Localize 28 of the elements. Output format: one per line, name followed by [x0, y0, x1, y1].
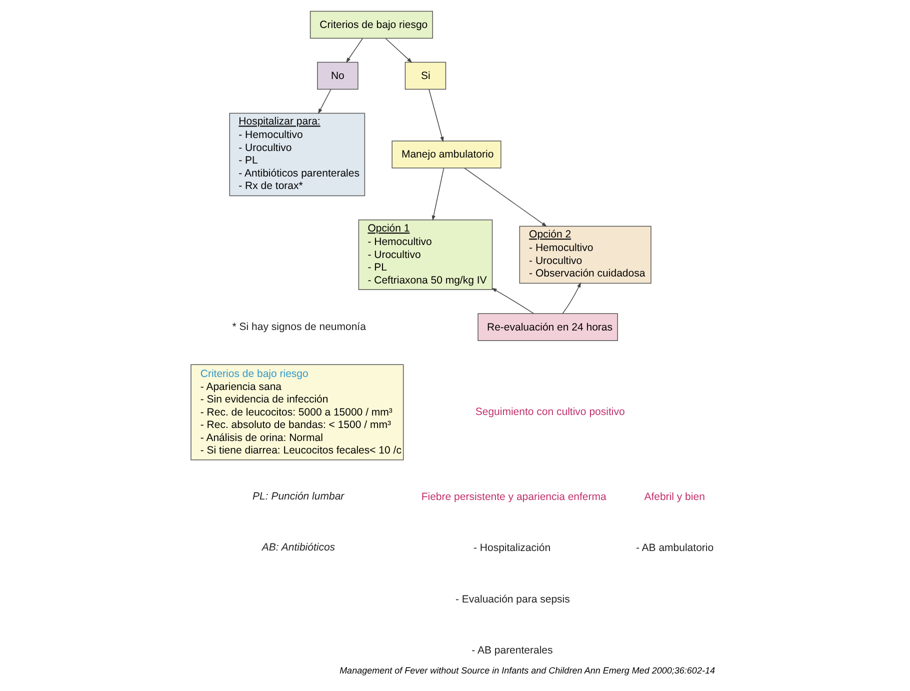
label: Seguimiento con cultivo positivo: [474, 406, 624, 418]
arrow: [345, 38, 362, 63]
caption: Management of Fever without Source in Infants and Children Ann Emerg Med 2000;36:602-14: [339, 665, 714, 676]
label: - AB parenterales: [471, 644, 552, 656]
node-box: Hospitalizar para: - Hemocultivo - Urocultivo - PL - Antibióticos parenterales - Rx de torax*: [228, 112, 365, 196]
node-box: Re-evaluación en 24 horas: [477, 313, 618, 341]
node-box: Opción 1 - Hemocultivo - Urocultivo - PL - Ceftriaxona 50 mg/kg IV: [358, 219, 492, 290]
label: Fiebre persistente y apariencia enferma: [420, 491, 606, 504]
arrow: [384, 38, 412, 63]
label: PL: Punción lumbar: [252, 490, 344, 502]
label: AB: Antibióticos: [261, 541, 335, 554]
node-box: No: [316, 62, 358, 90]
label: - Evaluación para sepsis: [455, 593, 570, 606]
arrow: [428, 88, 444, 142]
arrow: [490, 288, 534, 314]
node-box: Criterios de bajo riesgo: [309, 10, 432, 39]
label: * Si hay signos de neumonía: [232, 320, 366, 333]
label: - AB ambulatorio: [635, 542, 714, 554]
node-box: Opción 2 - Hemocultivo - Urocultivo - Observación cuidadosa: [518, 226, 651, 284]
node-box: Criterios de bajo riesgo - Apariencia sana - Sin evidencia de infección - Rec. de leucocitos: 5000 a 15000 / mm³ - Rec. absoluto de bandas: < 1500 / mm³ - Análisis de orina: Normal - Si tiene diarrea: Leucocitos fecales< 10 /c: [190, 364, 404, 460]
node-box: Si: [404, 62, 446, 90]
arrow: [562, 282, 580, 314]
arrow: [431, 168, 444, 221]
label: - Hospitalización: [473, 542, 550, 554]
arrow: [464, 168, 547, 227]
label: Afebril y bien: [644, 491, 704, 504]
node-box: Manejo ambulatorio: [391, 140, 501, 168]
arrow: [318, 88, 331, 114]
